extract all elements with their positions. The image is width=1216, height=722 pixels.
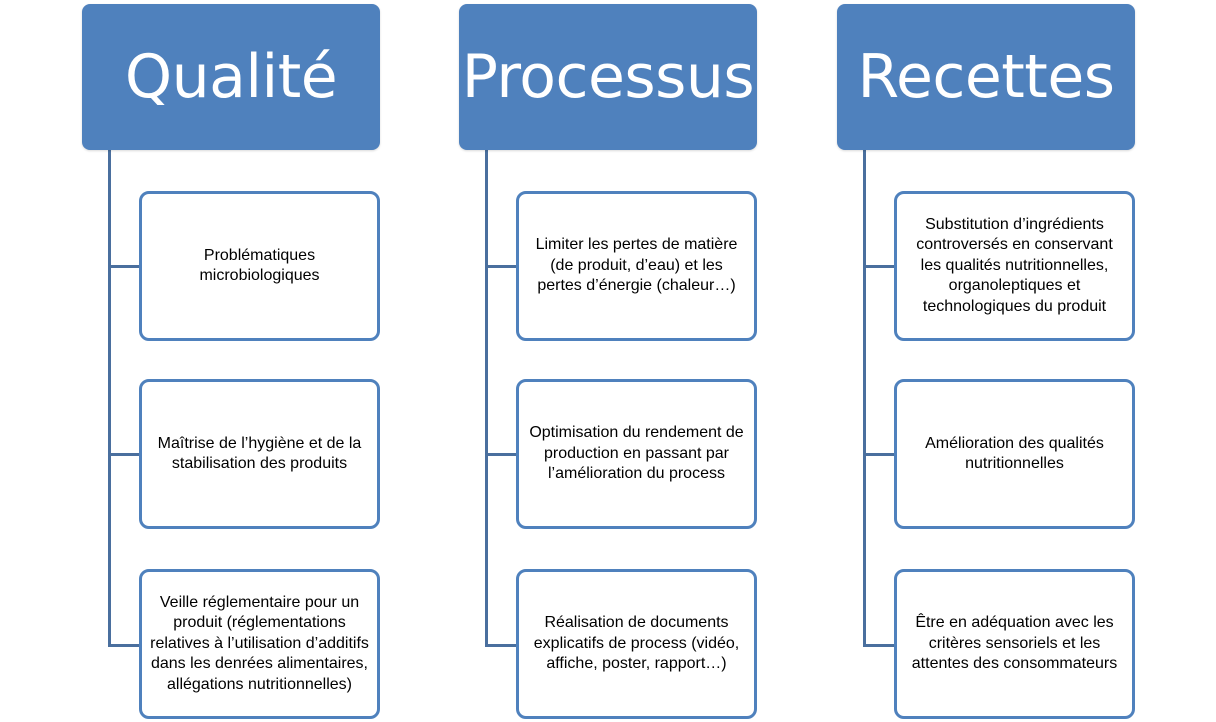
column-processus: Processus Limiter les pertes de matière … — [459, 0, 769, 722]
connector-line — [485, 453, 517, 456]
item-box: Maîtrise de l’hygiène et de la stabilisa… — [139, 379, 380, 529]
column-header: Qualité — [82, 4, 380, 150]
connector-line — [863, 265, 895, 268]
item-box: Problématiques microbiologiques — [139, 191, 380, 341]
item-box: Être en adéquation avec les critères sen… — [894, 569, 1135, 719]
column-spine-line — [485, 150, 488, 647]
connector-line — [863, 644, 895, 647]
item-box: Optimisation du rendement de production … — [516, 379, 757, 529]
column-header: Processus — [459, 4, 757, 150]
item-box: Limiter les pertes de matière (de produi… — [516, 191, 757, 341]
connector-line — [485, 265, 517, 268]
connector-line — [863, 453, 895, 456]
column-spine-line — [108, 150, 111, 647]
connector-line — [485, 644, 517, 647]
connector-line — [108, 644, 140, 647]
column-spine-line — [863, 150, 866, 647]
column-header: Recettes — [837, 4, 1135, 150]
item-box: Réalisation de documents explicatifs de … — [516, 569, 757, 719]
column-recettes: Recettes Substitution d’ingrédients cont… — [837, 0, 1147, 722]
column-qualite: Qualité Problématiques microbiologiques … — [82, 0, 392, 722]
connector-line — [108, 265, 140, 268]
item-box: Veille réglementaire pour un produit (ré… — [139, 569, 380, 719]
connector-line — [108, 453, 140, 456]
item-box: Substitution d’ingrédients controversés … — [894, 191, 1135, 341]
item-box: Amélioration des qualités nutritionnelle… — [894, 379, 1135, 529]
